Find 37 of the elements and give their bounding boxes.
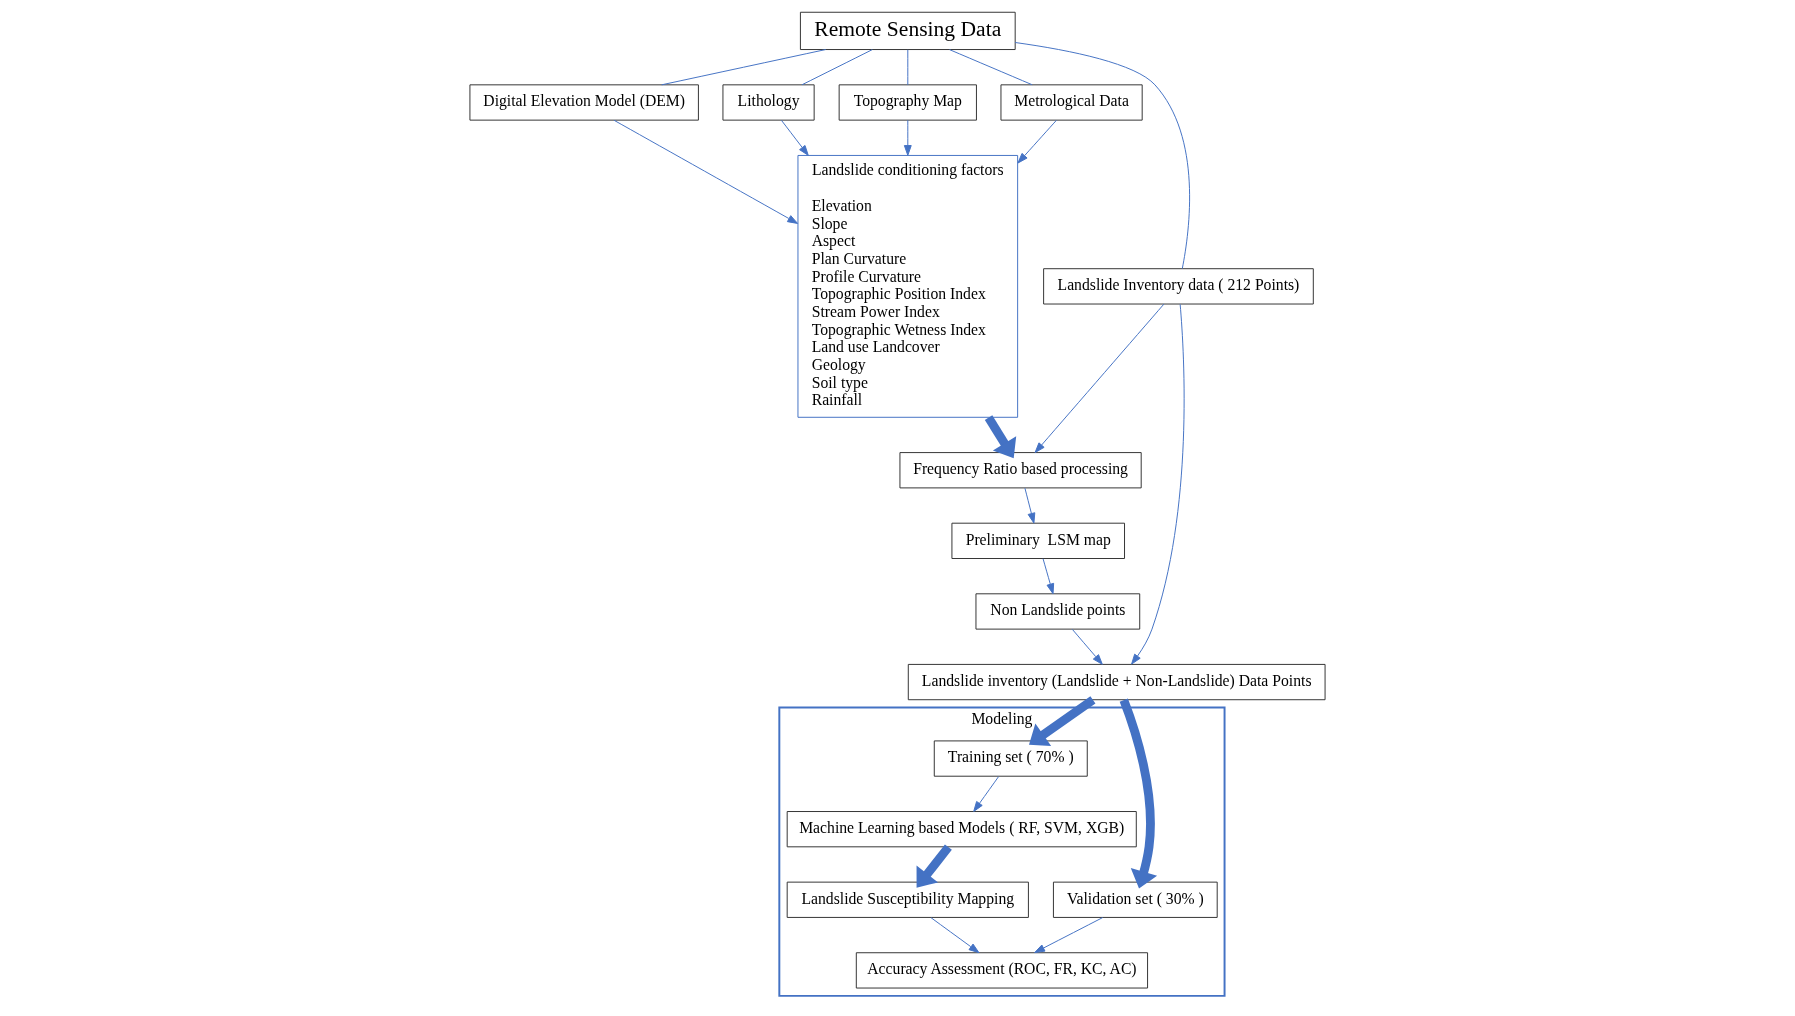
arrow — [903, 119, 912, 156]
node-box: Validation set ( 30% ) — [1052, 881, 1218, 918]
connector — [949, 49, 1033, 86]
arrow — [1024, 487, 1036, 524]
arrow — [916, 844, 952, 888]
node-box: Landslide Susceptibility Mapping — [786, 881, 1029, 918]
node-box: Preliminary LSM map — [951, 522, 1125, 559]
node-box: Landslide conditioning factors Elevation Slope Aspect Plan Curvature Profile Curvature Topographic Position Index Stream Power Index Topographic Wetness Index Land use Landcover Geology Soil type Rainfall — [797, 154, 1019, 418]
arrow — [984, 415, 1017, 459]
node-box: Non Landslide points — [975, 593, 1141, 630]
node-box: Landslide Inventory data ( 212 Points) — [1043, 268, 1314, 305]
node-box: Remote Sensing Data — [799, 11, 1016, 50]
node-box: Metrological Data — [1000, 84, 1143, 121]
node-box: Accuracy Assessment (ROC, FR, KC, AC) — [855, 952, 1149, 989]
arrow — [1131, 303, 1185, 665]
connector — [1014, 42, 1191, 269]
arrow — [1119, 698, 1158, 889]
connector — [907, 49, 909, 86]
arrow — [1042, 558, 1055, 595]
node-box: Lithology — [722, 84, 815, 121]
arrow — [973, 776, 1000, 812]
connector — [661, 49, 827, 86]
arrow — [613, 119, 799, 224]
node-box: Machine Learning based Models ( RF, SVM, XGB) — [786, 811, 1137, 848]
connector — [801, 49, 873, 86]
node-box: Landslide inventory (Landslide + Non-Landslide) Data Points — [907, 663, 1326, 701]
arrow — [1029, 696, 1096, 746]
arrow — [1071, 628, 1103, 665]
arrow — [1017, 119, 1057, 164]
arrow — [1034, 917, 1104, 954]
node-box: Training set ( 70% ) — [933, 740, 1088, 777]
node-box: Topography Map — [838, 84, 977, 121]
node-box: Digital Elevation Model (DEM) — [469, 84, 699, 121]
arrow — [1034, 303, 1165, 453]
node-box: Frequency Ratio based processing — [899, 452, 1142, 489]
arrow — [930, 917, 980, 954]
arrow — [780, 119, 809, 156]
